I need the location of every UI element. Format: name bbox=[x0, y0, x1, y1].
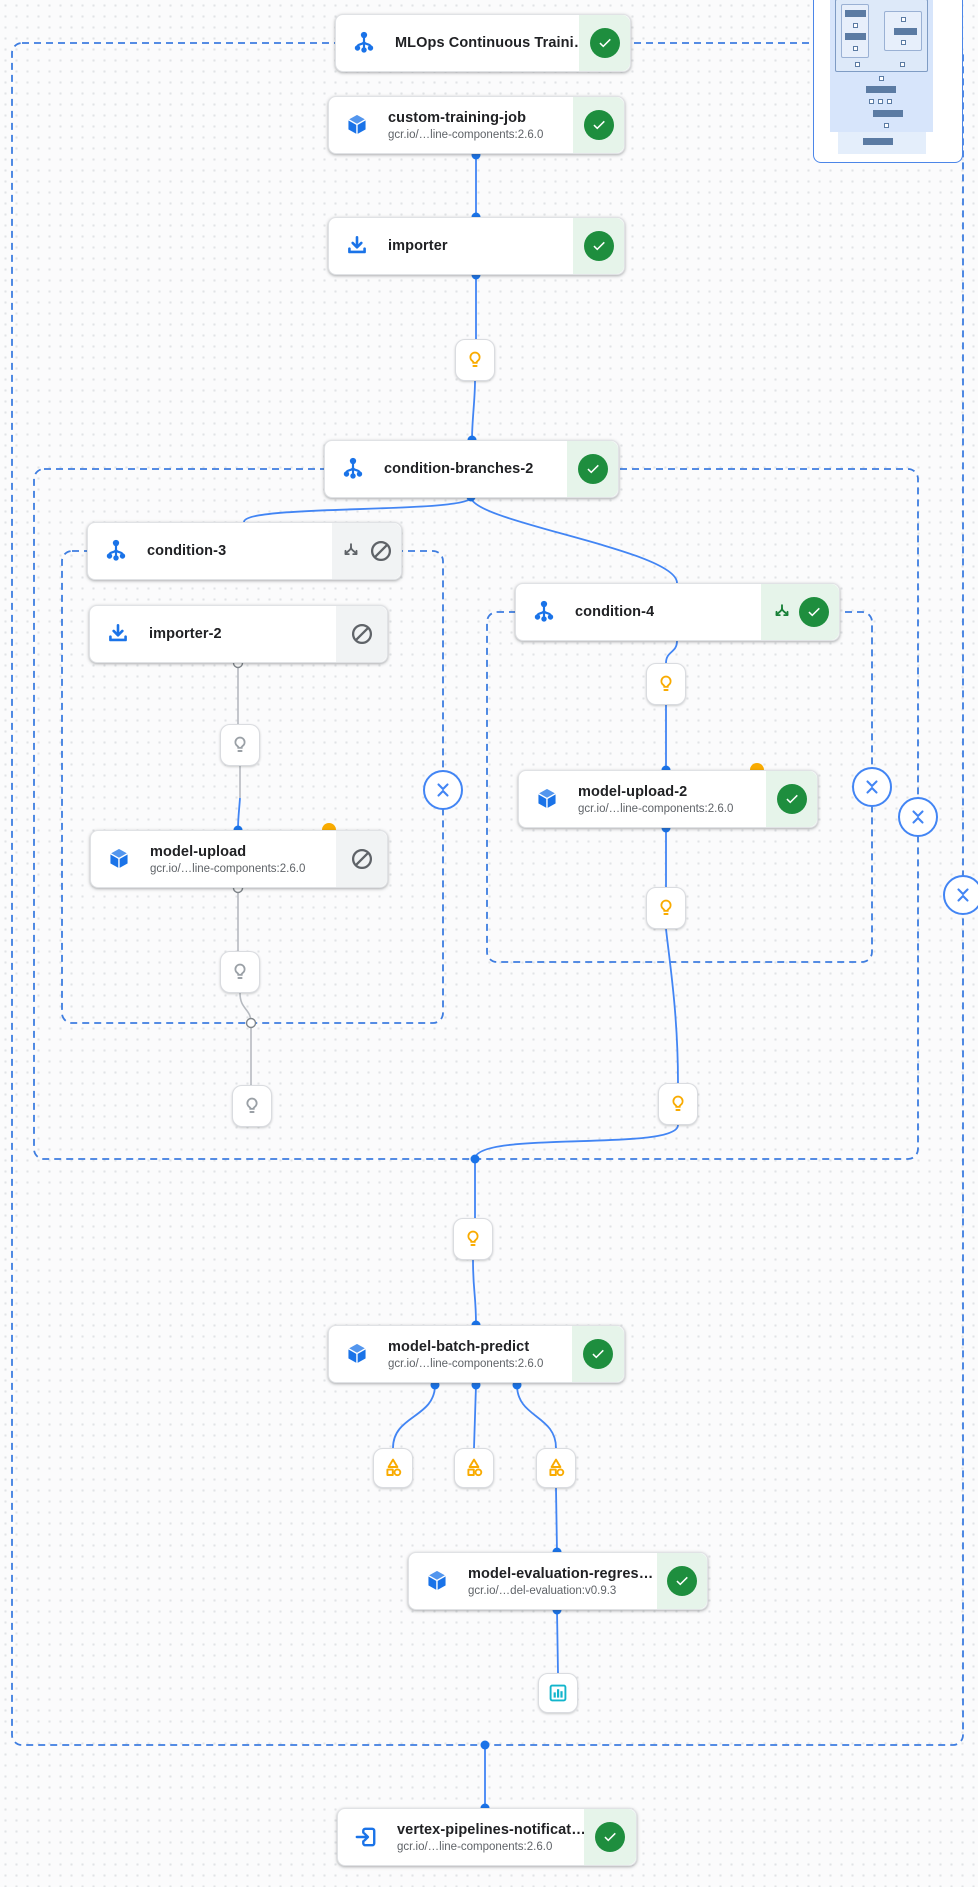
exit-to-app-icon bbox=[355, 1827, 376, 1847]
artifact-lightbulb-icon[interactable] bbox=[646, 887, 686, 929]
branch-trident-icon bbox=[533, 599, 555, 623]
artifact-lightbulb-icon[interactable] bbox=[455, 339, 495, 381]
status-succeeded bbox=[567, 441, 618, 497]
blocked-icon bbox=[351, 848, 372, 870]
download-icon bbox=[109, 624, 127, 642]
status-succeeded bbox=[579, 15, 630, 71]
node-title: model-batch-predict bbox=[388, 1338, 530, 1355]
node-custom-training-job[interactable]: custom-training-job gcr.io/…line-compone… bbox=[328, 96, 625, 154]
node-title: MLOps Continuous Traini… bbox=[395, 35, 589, 51]
check-circle-icon bbox=[595, 1822, 625, 1852]
collapse-button-pipeline-root[interactable] bbox=[943, 875, 978, 915]
node-importer-2[interactable]: importer-2 bbox=[89, 605, 388, 663]
status-succeeded bbox=[761, 584, 839, 640]
node-subtitle: gcr.io/…line-components:2.6.0 bbox=[150, 862, 306, 875]
cube-icon bbox=[537, 787, 557, 810]
check-circle-icon bbox=[583, 1339, 613, 1369]
node-title: custom-training-job bbox=[388, 109, 527, 126]
check-circle-icon bbox=[799, 597, 829, 627]
node-title: model-upload-2 bbox=[578, 783, 688, 800]
node-condition-branches-2[interactable]: condition-branches-2 bbox=[324, 440, 619, 498]
node-model-evaluation-regression[interactable]: model-evaluation-regres… gcr.io/…del-eva… bbox=[408, 1552, 708, 1610]
cube-icon bbox=[347, 1342, 367, 1365]
artifact-lightbulb-icon[interactable] bbox=[646, 663, 686, 705]
node-model-batch-predict[interactable]: model-batch-predict gcr.io/…line-compone… bbox=[328, 1325, 625, 1383]
check-circle-icon bbox=[577, 454, 608, 484]
node-title: importer bbox=[388, 238, 448, 254]
check-circle-icon bbox=[776, 784, 807, 814]
status-succeeded bbox=[573, 97, 624, 153]
branch-trident-icon bbox=[105, 538, 127, 562]
unfold-less-icon bbox=[437, 783, 449, 797]
artifact-bar-chart-icon[interactable] bbox=[538, 1673, 578, 1713]
node-condition-4[interactable]: condition-4 bbox=[515, 583, 840, 641]
status-skipped bbox=[332, 523, 401, 579]
artifact-lightbulb-icon[interactable] bbox=[453, 1218, 493, 1260]
blocked-icon bbox=[351, 623, 372, 645]
status-succeeded bbox=[573, 218, 624, 274]
node-subtitle: gcr.io/…line-components:2.6.0 bbox=[388, 128, 544, 141]
unfold-less-icon bbox=[866, 780, 878, 794]
artifact-metrics-icon[interactable] bbox=[454, 1448, 494, 1488]
node-title: model-upload bbox=[150, 843, 247, 860]
node-title: condition-3 bbox=[147, 543, 227, 559]
node-pipeline-root[interactable]: MLOps Continuous Traini… bbox=[335, 14, 631, 72]
node-title: vertex-pipelines-notificat… bbox=[397, 1821, 586, 1838]
unfold-less-icon bbox=[957, 888, 969, 902]
artifact-lightbulb-icon-skipped[interactable] bbox=[220, 724, 260, 766]
node-subtitle: gcr.io/…line-components:2.6.0 bbox=[397, 1840, 553, 1853]
cube-icon bbox=[427, 1569, 447, 1592]
node-model-upload-2[interactable]: model-upload-2 gcr.io/…line-components:2… bbox=[518, 770, 818, 828]
status-succeeded bbox=[766, 771, 817, 827]
node-condition-3[interactable]: condition-3 bbox=[87, 522, 402, 580]
artifact-lightbulb-icon[interactable] bbox=[658, 1083, 698, 1125]
artifact-metrics-icon[interactable] bbox=[373, 1448, 413, 1488]
node-title: condition-branches-2 bbox=[384, 461, 534, 477]
status-skipped bbox=[336, 606, 387, 662]
node-subtitle: gcr.io/…del-evaluation:v0.9.3 bbox=[468, 1584, 617, 1597]
check-circle-icon bbox=[667, 1566, 697, 1596]
check-circle-icon bbox=[583, 231, 614, 261]
split-arrows-icon bbox=[344, 543, 357, 556]
node-title: model-evaluation-regres… bbox=[468, 1565, 654, 1582]
download-icon bbox=[348, 236, 366, 254]
node-importer[interactable]: importer bbox=[328, 217, 625, 275]
node-vertex-pipelines-notification[interactable]: vertex-pipelines-notificat… gcr.io/…line… bbox=[337, 1808, 637, 1866]
node-subtitle: gcr.io/…line-components:2.6.0 bbox=[388, 1357, 544, 1370]
artifact-lightbulb-icon-skipped[interactable] bbox=[220, 951, 260, 993]
cube-icon bbox=[109, 847, 129, 870]
artifact-metrics-icon[interactable] bbox=[536, 1448, 576, 1488]
split-arrows-icon bbox=[775, 604, 789, 617]
blocked-icon bbox=[370, 540, 391, 562]
artifact-lightbulb-icon-skipped[interactable] bbox=[232, 1085, 272, 1127]
collapse-button-condition-branches-2[interactable] bbox=[898, 797, 938, 837]
status-succeeded bbox=[584, 1809, 636, 1865]
collapse-button-condition-3[interactable] bbox=[423, 770, 463, 810]
node-title: importer-2 bbox=[149, 626, 222, 642]
unfold-less-icon bbox=[912, 810, 924, 824]
node-title: condition-4 bbox=[575, 604, 655, 620]
cube-icon bbox=[347, 113, 367, 136]
branch-trident-icon bbox=[353, 30, 375, 54]
node-subtitle: gcr.io/…line-components:2.6.0 bbox=[578, 802, 734, 815]
collapse-button-condition-4[interactable] bbox=[852, 767, 892, 807]
branch-trident-icon bbox=[342, 456, 364, 480]
status-succeeded bbox=[657, 1553, 707, 1609]
check-circle-icon bbox=[583, 110, 614, 140]
status-succeeded bbox=[572, 1326, 624, 1382]
node-model-upload[interactable]: model-upload gcr.io/…line-components:2.6… bbox=[90, 830, 388, 888]
minimap[interactable] bbox=[813, 0, 963, 163]
check-circle-icon bbox=[589, 28, 620, 58]
status-skipped bbox=[336, 831, 387, 887]
